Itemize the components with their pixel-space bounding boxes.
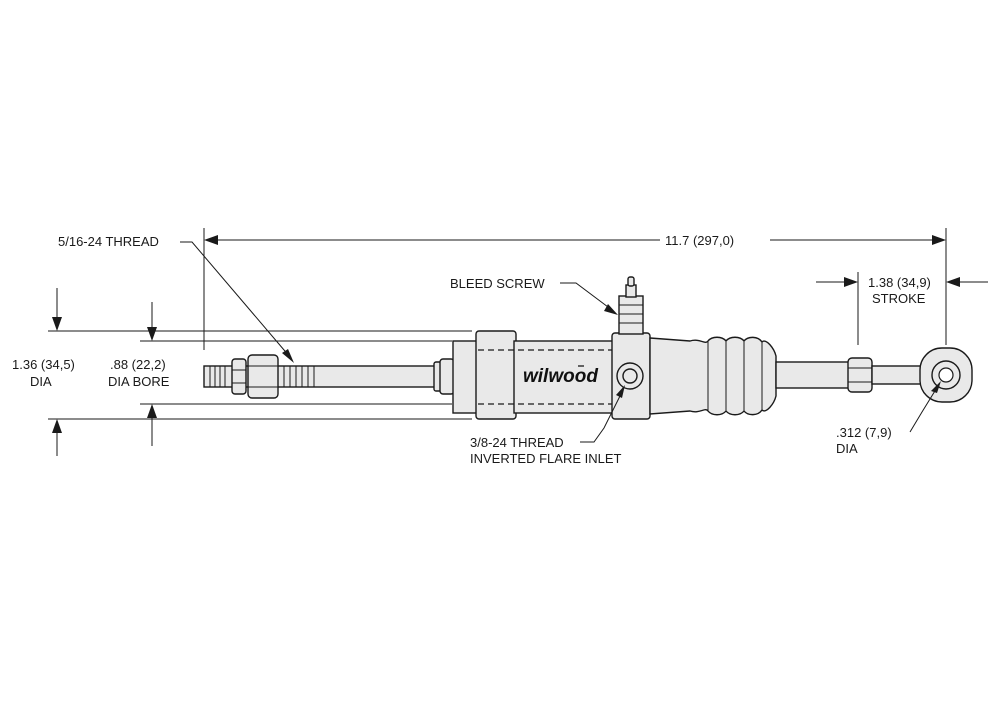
cylinder-barrel [513,340,615,414]
bleed-screw-label: BLEED SCREW [450,276,545,291]
stroke-unit: STROKE [872,291,926,306]
rod-end-dia-unit: DIA [836,441,858,456]
output-pushrod [775,347,973,403]
end-cap [452,340,479,414]
rod-collar [439,358,455,395]
rod-end-bore [938,367,954,383]
bleed-screw-tip [625,284,637,298]
outer-dia-dimension: 1.36 (34,5) DIA [12,288,472,456]
slave-cylinder: wilwood [203,276,973,420]
retaining-collar [475,330,517,420]
dimension-lines: 11.7 (297,0) 1.36 (34,5) DIA .88 (22,2) … [12,228,988,456]
rod-end-leader [909,385,939,433]
inlet-thread-label: 3/8-24 THREAD [470,435,564,450]
stroke-value: 1.38 (34,9) [868,275,931,290]
rod-end-dia-value: .312 (7,9) [836,425,892,440]
outer-dia-value: 1.36 (34,5) [12,357,75,372]
outer-dia-unit: DIA [30,374,52,389]
rod-thread-label: 5/16-24 THREAD [58,234,159,249]
callouts: 5/16-24 THREAD BLEED SCREW 3/8-24 THREAD… [58,234,625,466]
output-jam-nut [847,357,873,393]
bore-dia-dimension: .88 (22,2) DIA BORE [108,302,452,446]
inlet-callout: 3/8-24 THREAD INVERTED FLARE INLET [470,385,625,466]
pushrod-tip-threads [209,366,226,387]
rod-end-shank [871,365,923,385]
arrow-right [932,235,946,245]
output-rod [775,361,851,389]
rod-end-dia-dimension: .312 (7,9) DIA [836,381,941,456]
jam-nut-1 [231,358,247,395]
rubber-boot [649,336,777,416]
cylinder-body: wilwood [452,276,651,420]
inlet-port-inner [622,368,638,384]
overall-length-dimension: 11.7 (297,0) [203,228,947,350]
bore-dia-value: .88 (22,2) [110,357,166,372]
inlet-flare-label: INVERTED FLARE INLET [470,451,622,466]
rod-thread-callout: 5/16-24 THREAD [58,234,294,363]
bore-dia-unit: DIA BORE [108,374,170,389]
stroke-dimension: 1.38 (34,9) STROKE [816,272,988,345]
pushrod-threads [283,366,315,387]
bleed-screw-nipple [627,276,635,287]
bleed-screw [618,295,644,335]
adjuster-nut [247,354,279,399]
overall-length-label: 11.7 (297,0) [665,233,734,248]
threaded-pushrod [203,354,457,399]
arrow-left [204,235,218,245]
brand-logo: wilwood [523,366,598,387]
bleed-screw-callout: BLEED SCREW [450,276,618,315]
